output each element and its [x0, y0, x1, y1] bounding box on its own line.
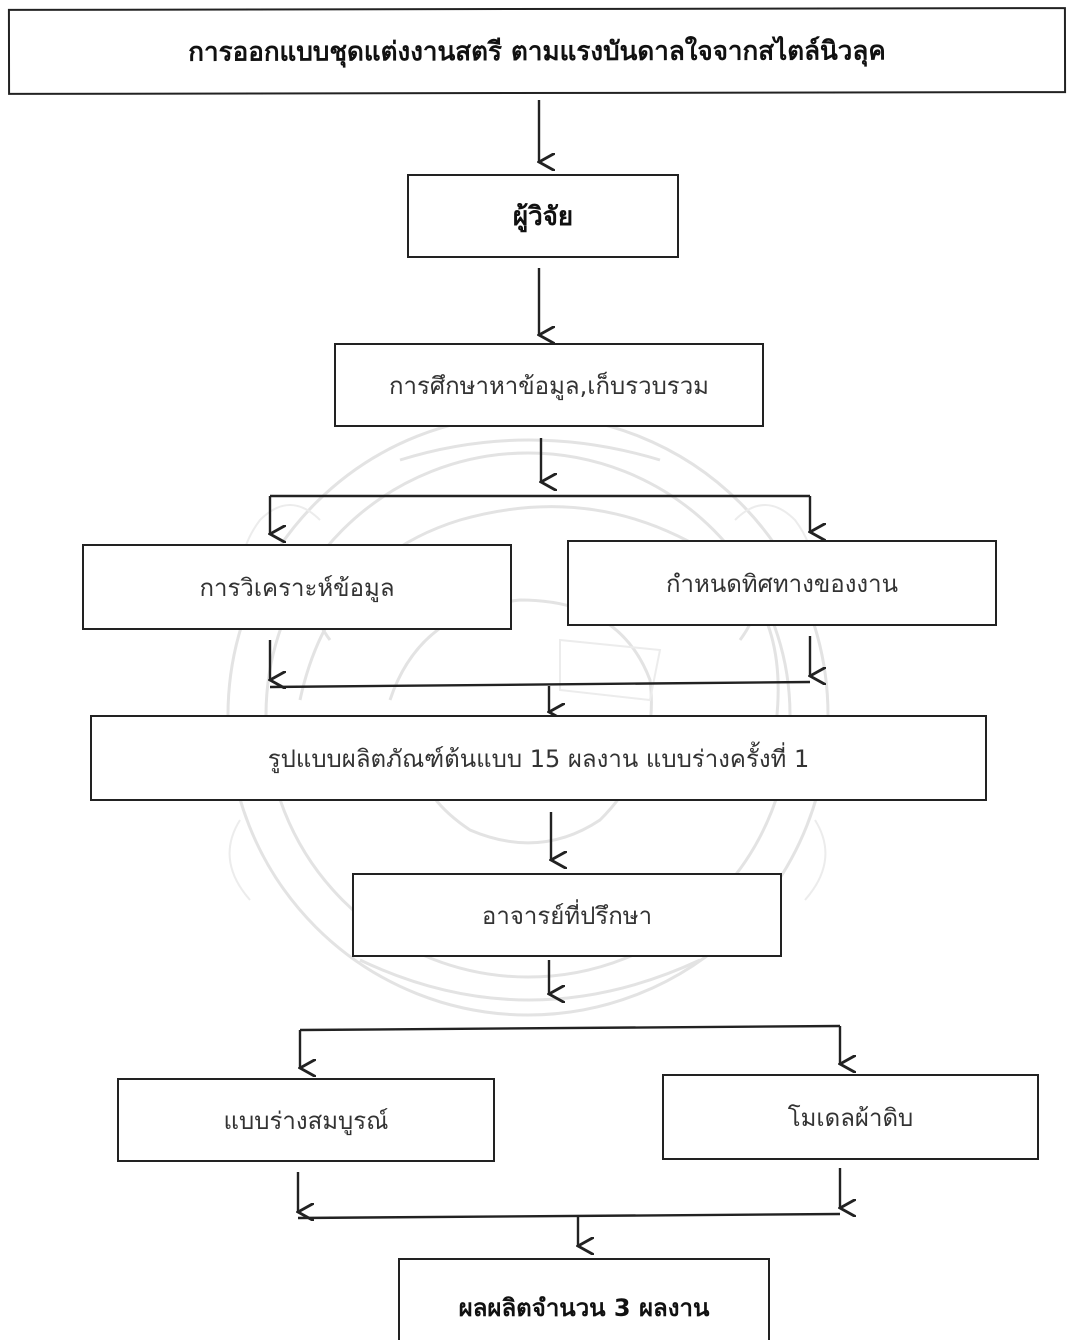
analysis-text: การวิเคราะห์ข้อมูล — [199, 573, 395, 602]
complete-sketch-box: แบบร่างสมบูรณ์ — [117, 1078, 495, 1162]
fabric-model-box: โมเดลผ้าดิบ — [662, 1074, 1039, 1160]
study-text: การศึกษาหาข้อมูล,เก็บรวบรวม — [389, 371, 709, 400]
result-box: ผลผลิตจำนวน 3 ผลงาน — [398, 1258, 770, 1340]
direction-box: กำหนดทิศทางของงาน — [567, 540, 997, 626]
title-box: การออกแบบชุดแต่งงานสตรี ตามแรงบันดาลใจจา… — [7, 7, 1067, 95]
title-text: การออกแบบชุดแต่งงานสตรี ตามแรงบันดาลใจจา… — [188, 35, 886, 68]
fabric-model-text: โมเดลผ้าดิบ — [787, 1103, 914, 1132]
researcher-box: ผู้วิจัย — [407, 174, 679, 258]
advisor-text: อาจารย์ที่ปรึกษา — [481, 901, 653, 930]
analysis-box: การวิเคราะห์ข้อมูล — [82, 544, 512, 630]
prototype-text: รูปแบบผลิตภัณฑ์ต้นแบบ 15 ผลงาน แบบร่างคร… — [267, 744, 810, 773]
result-text: ผลผลิตจำนวน 3 ผลงาน — [458, 1293, 710, 1322]
merge-bar-2 — [297, 1212, 841, 1220]
complete-sketch-text: แบบร่างสมบูรณ์ — [223, 1106, 389, 1135]
advisor-box: อาจารย์ที่ปรึกษา — [352, 873, 782, 957]
split-bar-2 — [299, 1024, 841, 1032]
study-box: การศึกษาหาข้อมูล,เก็บรวบรวม — [334, 343, 764, 427]
prototype-box: รูปแบบผลิตภัณฑ์ต้นแบบ 15 ผลงาน แบบร่างคร… — [90, 715, 987, 801]
direction-text: กำหนดทิศทางของงาน — [665, 569, 899, 598]
merge-bar-1 — [269, 680, 811, 689]
researcher-text: ผู้วิจัย — [512, 201, 574, 232]
